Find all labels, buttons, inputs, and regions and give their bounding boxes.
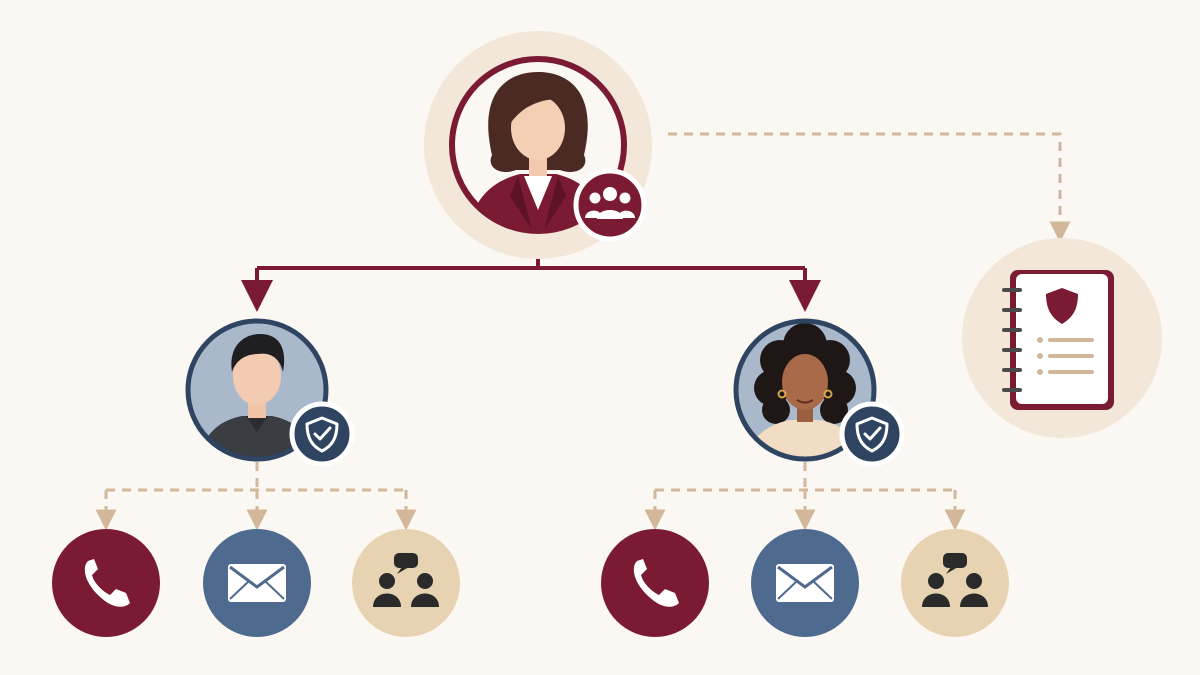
- shield-check-icon: [289, 401, 355, 467]
- manager-ring: [449, 56, 627, 234]
- right-member-node: [733, 318, 905, 467]
- channel-row: [52, 529, 1009, 637]
- group-icon: [573, 168, 647, 242]
- left-mail-icon: [203, 529, 311, 637]
- shield-check-icon: [839, 401, 905, 467]
- dashed-connectors: [95, 132, 1071, 531]
- left-member-ring: [185, 318, 329, 462]
- policy-notebook-icon: [1002, 270, 1114, 410]
- left-phone-icon: [52, 529, 160, 637]
- right-member-ring: [733, 318, 877, 462]
- left-member-to-channels-line: [106, 462, 406, 492]
- right-member-to-channels-line: [655, 462, 955, 492]
- left-conversation-icon: [352, 529, 460, 637]
- left-member-node: [185, 318, 355, 467]
- right-phone-icon: [601, 529, 709, 637]
- manager-to-policy-line: [668, 132, 1071, 243]
- right-conversation-icon: [901, 529, 1009, 637]
- policy-node: [962, 238, 1162, 438]
- right-mail-icon: [751, 529, 859, 637]
- manager-node: [424, 31, 652, 259]
